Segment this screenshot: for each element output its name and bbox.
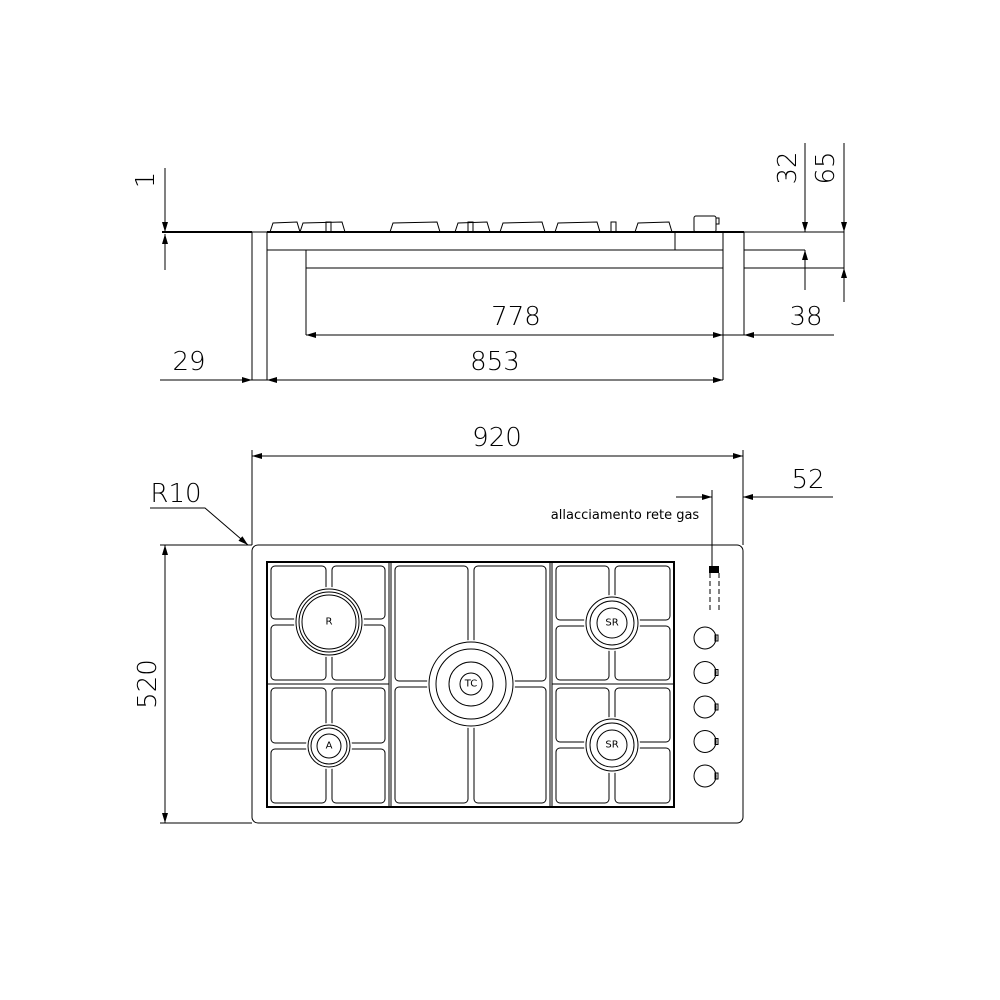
- grate-panel: [331, 687, 386, 744]
- right-wall: [722, 231, 745, 336]
- burner-label: R: [326, 617, 333, 628]
- side-knob-tip: [715, 217, 720, 225]
- side-burner-cap: [610, 221, 617, 233]
- burner-background: [427, 640, 515, 728]
- grate-panel: [614, 687, 671, 743]
- control-knob-icon: [693, 661, 717, 684]
- burner-ring: [435, 648, 507, 720]
- burner-ring: [428, 641, 514, 727]
- hob-outline: [251, 544, 744, 824]
- burner-background: [306, 723, 352, 769]
- side-grate-profile: [269, 221, 301, 233]
- burner-ring: [310, 727, 348, 765]
- side-grate-profile: [554, 221, 601, 233]
- burner-ring: [295, 588, 363, 656]
- plan-grates: R A TC SR SR: [267, 562, 674, 807]
- burner-ring: [589, 600, 635, 646]
- side-grate-profile: [634, 221, 673, 233]
- control-knob-icon: [693, 730, 717, 753]
- left-wall: [251, 231, 268, 381]
- control-knob-icon: [693, 695, 717, 719]
- dim-32-label: 32: [773, 151, 803, 184]
- grate-panel: [555, 747, 610, 804]
- gas-connection-label: allacciamento rete gas: [551, 508, 700, 523]
- grate-panel: [331, 748, 386, 804]
- side-burner-cap: [325, 221, 332, 233]
- burner-ring: [596, 607, 628, 639]
- control-knob-icon: [693, 626, 717, 650]
- burner-ring: [585, 718, 639, 772]
- gas-connector-icon: [709, 566, 719, 573]
- hob-body: [305, 249, 724, 269]
- knob-indicator: [714, 703, 719, 711]
- control-knob-icon: [693, 764, 717, 788]
- grate-panel: [270, 687, 327, 744]
- burner-label: TC: [464, 679, 478, 690]
- dim-920-label: 920: [472, 423, 522, 453]
- grate-panel: [614, 565, 671, 621]
- burner-ring: [307, 724, 351, 768]
- burner-ring: [448, 661, 494, 707]
- burner-ring: [298, 591, 360, 653]
- radius-leader: [150, 507, 249, 546]
- knob-indicator: [714, 634, 719, 642]
- burner-background: [584, 717, 640, 773]
- plan-view: 920 R10 52 allacciamento rete gas 520 R A…: [133, 423, 833, 824]
- burner-ring: [589, 722, 635, 768]
- dim-r10-label: R10: [150, 479, 201, 509]
- knob-indicator: [714, 669, 719, 676]
- burner-label: SR: [605, 740, 618, 751]
- side-grates: [269, 221, 673, 233]
- side-burner-cap: [467, 221, 474, 233]
- side-view: 1 32 65 778 38 853 29: [131, 143, 847, 383]
- dim-520-label: 520: [133, 659, 163, 709]
- dim-29-label: 29: [172, 347, 205, 377]
- burner-ring: [459, 672, 483, 696]
- burner-ring: [316, 733, 342, 759]
- burner-label: A: [326, 741, 333, 752]
- grate-panel: [614, 625, 671, 681]
- grate-panel: [555, 687, 610, 743]
- burner-ring: [301, 594, 357, 650]
- burner-label: SR: [605, 618, 618, 629]
- side-grate-profile: [499, 221, 546, 233]
- side-grate-profile: [299, 221, 346, 233]
- burner-background: [584, 595, 640, 651]
- dim-1-label: 1: [131, 172, 161, 189]
- dim-38-label: 38: [789, 302, 822, 332]
- dim-778-label: 778: [491, 302, 541, 332]
- burner-ring: [585, 596, 639, 650]
- side-knob: [693, 215, 717, 233]
- burner-ring: [596, 729, 628, 761]
- dim-52-label: 52: [791, 465, 824, 495]
- knob-indicator: [714, 738, 719, 745]
- dim-65-label: 65: [811, 151, 841, 184]
- dim-853-label: 853: [470, 347, 520, 377]
- grate-panel: [270, 748, 327, 804]
- grate-panel: [555, 625, 610, 681]
- grate-panel: [555, 565, 610, 621]
- burner-background: [294, 587, 364, 657]
- control-knobs: [693, 626, 719, 788]
- knob-indicator: [714, 772, 719, 780]
- side-grate-profile: [389, 221, 441, 233]
- hob-top-plate: [266, 231, 724, 251]
- grate-panel: [614, 747, 671, 804]
